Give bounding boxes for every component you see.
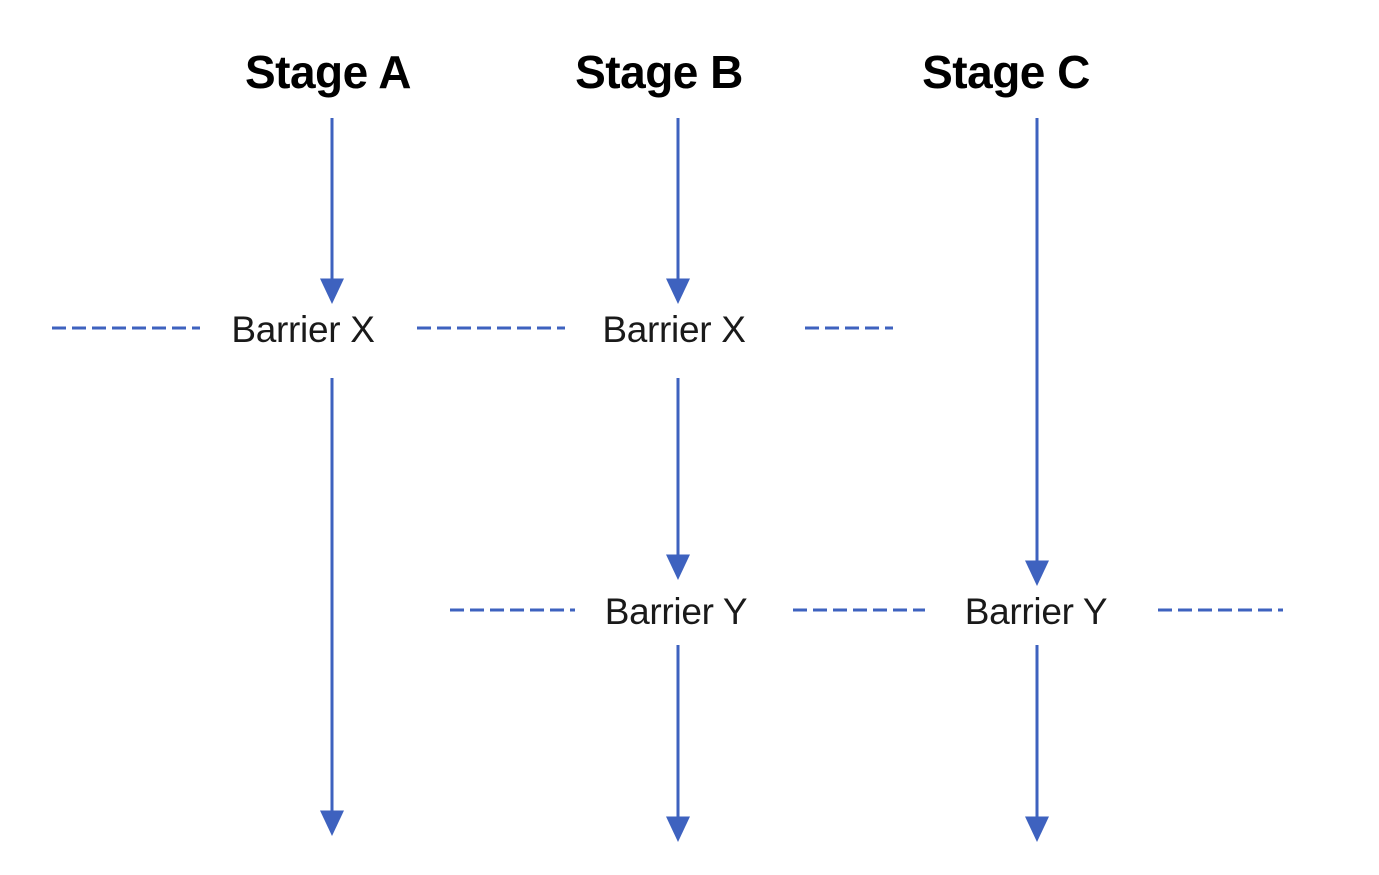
dashed-lines-group xyxy=(52,326,1283,612)
barrier-label-barrier-y-c: Barrier Y xyxy=(954,591,1118,633)
stage-label-stage-c: Stage C xyxy=(922,46,1090,98)
barrier-label-barrier-x-a: Barrier X xyxy=(221,309,385,351)
barrier-label-barrier-y-b: Barrier Y xyxy=(594,591,758,633)
stage-label-stage-b: Stage B xyxy=(575,46,743,98)
stage-label-stage-a: Stage A xyxy=(244,46,412,98)
arrows-group xyxy=(320,118,1049,842)
barrier-label-barrier-x-b: Barrier X xyxy=(592,309,756,351)
